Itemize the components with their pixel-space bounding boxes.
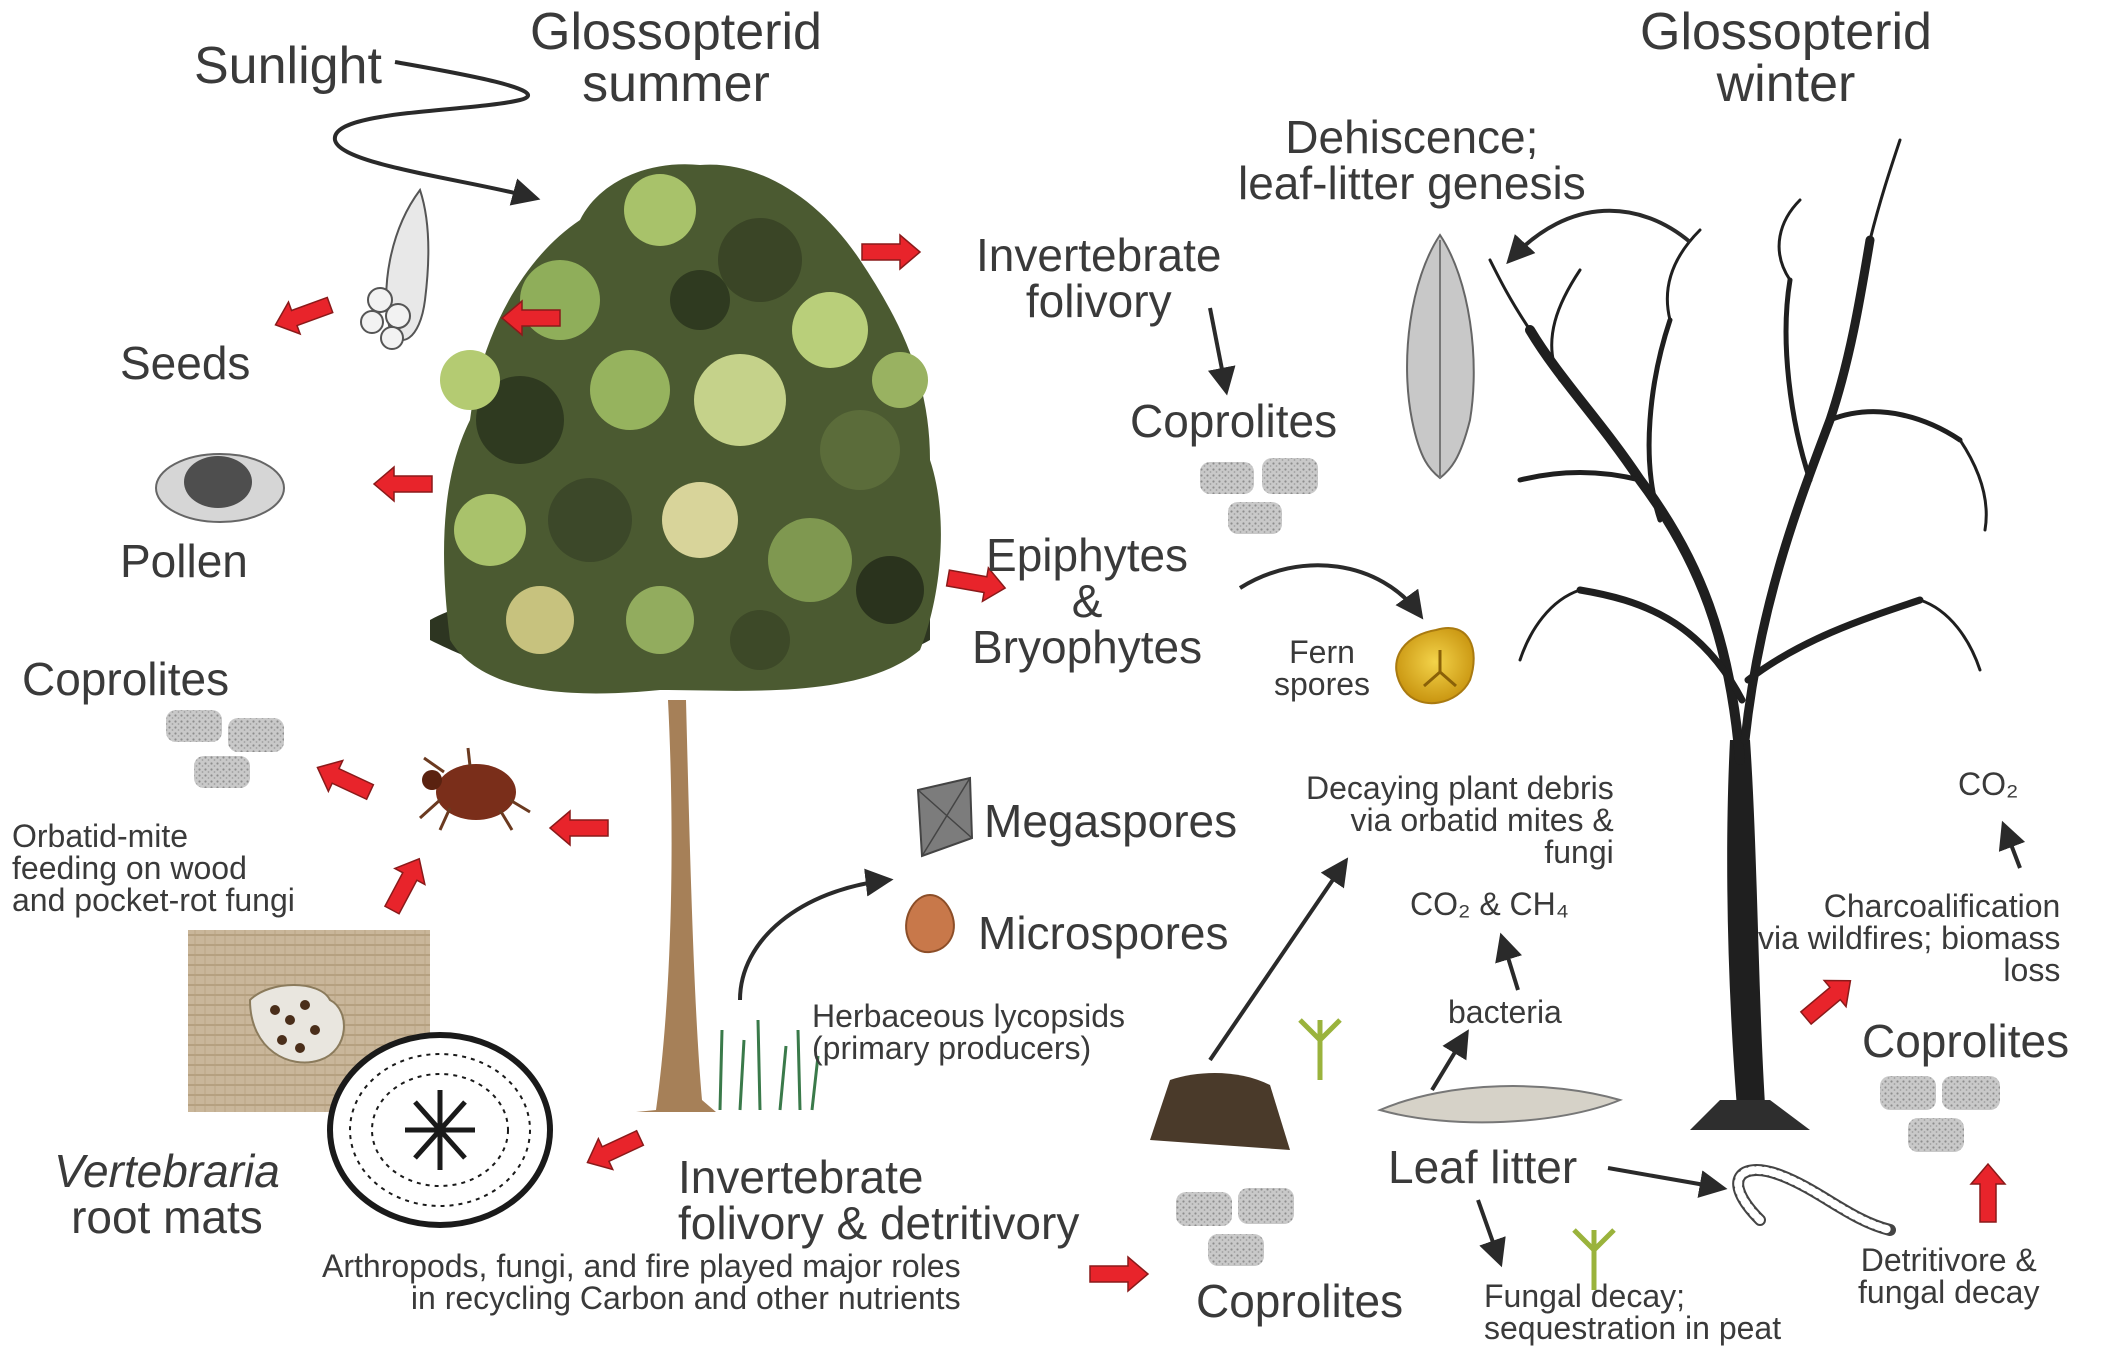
leaf-litter-label: Leaf litter [1388,1144,1577,1190]
invertebrate-folivory-label: Invertebrate folivory [976,232,1221,324]
microspore-illustration [906,895,954,952]
vertebraria-root-illustration [330,1035,550,1225]
pollen-label: Pollen [120,538,248,584]
leaf-illustration [1407,235,1474,478]
epiphytes-to-spores-arrow [1240,565,1420,615]
coprolite-cluster [1880,1076,2000,1152]
sunlight-label: Sunlight [194,40,382,92]
megaspore-illustration [918,778,972,856]
litter-to-fungal-arrow [1478,1200,1500,1262]
decaying-leaves-illustration [1380,1086,1620,1122]
charcoalification-label: Charcoalification via wildfires; biomass… [1758,890,2060,986]
fungal-decay-label: Fungal decay; sequestration in peat [1484,1280,1781,1344]
mite-label: Orbatid-mite feeding on wood and pocket-… [12,820,295,916]
red-arrow-folivory [862,235,920,269]
coprolite-cluster [166,710,284,788]
detritivore-label: Detritivore & fungal decay [1858,1244,2039,1308]
dehiscence-arrow [1510,211,1690,260]
orbatid-mite-illustration [420,748,530,830]
pollen-grain-illustration [156,454,284,522]
litter-to-millipede-arrow [1608,1168,1722,1188]
summer-title: Glossopterid summer [530,6,822,110]
microspores-label: Microspores [978,910,1229,956]
coprolite-cluster [1176,1188,1294,1266]
coprolites-label: Coprolites [1196,1278,1403,1324]
lycopsids-label: Herbaceous lycopsids (primary producers) [812,1000,1125,1064]
coprolites-label: Coprolites [1862,1018,2069,1064]
red-arrow-detritivore [1971,1164,2005,1222]
lycopsids-to-spores-arrow [740,880,888,1000]
red-arrow-caption [1090,1257,1148,1291]
epiphytes-label: Epiphytes & Bryophytes [972,532,1202,670]
red-arrow-seeds [270,289,336,341]
winter-title: Glossopterid winter [1640,6,1932,110]
fern-spore-illustration [1396,628,1474,703]
lycopsid-illustration [720,1020,818,1110]
stump-to-decaying-arrow [1210,862,1345,1060]
co2-label: CO₂ [1958,768,2018,800]
seeds-label: Seeds [120,340,250,386]
bacteria-label: bacteria [1448,996,1562,1028]
megaspores-label: Megaspores [984,798,1237,844]
red-arrow-wood-to-mite [377,851,434,918]
coprolites-label: Coprolites [22,656,229,702]
caption-text: Arthropods, fungi, and fire played major… [322,1250,961,1314]
red-arrow-pollen [374,467,432,501]
seed-cone-illustration [361,190,428,349]
co2-ch4-label: CO₂ & CH₄ [1410,888,1569,920]
coprolites-label: Coprolites [1130,398,1337,444]
red-arrow-roots [580,1123,647,1178]
litter-to-bacteria-arrow [1432,1034,1466,1090]
charcoal-to-co2-arrow [2004,826,2020,868]
bacteria-to-gas-arrow [1502,938,1518,990]
summer-tree-illustration [430,164,941,1112]
fern-spores-label: Fern spores [1274,636,1370,700]
red-arrow-mite-coprolites [310,752,377,807]
millipede-illustration [1738,1170,1890,1230]
decaying-debris-label: Decaying plant debris via orbatid mites … [1306,772,1614,868]
stump-illustration [1150,1073,1290,1150]
invertebrate-detritivory-label: Invertebrate folivory & detritivory [678,1154,1079,1246]
vertebraria-label: Vertebraria root mats [54,1148,280,1240]
dehiscence-label: Dehiscence; leaf-litter genesis [1238,114,1586,206]
red-arrow-mite [550,811,608,845]
coprolite-cluster [1200,458,1318,534]
